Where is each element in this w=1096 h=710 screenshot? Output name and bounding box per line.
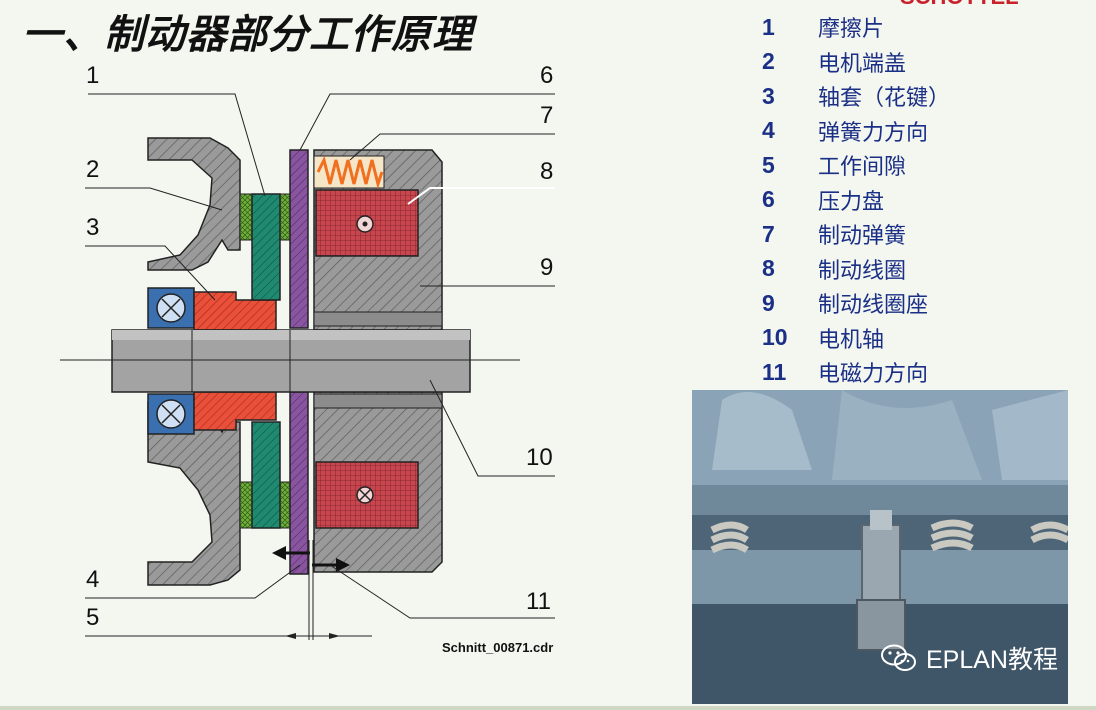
legend-item: 3 轴套（花键）	[762, 79, 950, 114]
callout-4: 4	[86, 566, 100, 593]
legend-num: 5	[762, 151, 775, 178]
parts-legend: 1 摩擦片 2 电机端盖 3 轴套（花键） 4 弹簧力方向 5 工作间隙 6 压力盘 7 制动…	[762, 10, 950, 390]
brake-spring	[316, 155, 384, 190]
watermark: EPLAN教程	[880, 640, 1058, 676]
brake-photo	[692, 390, 1068, 704]
legend-num: 6	[762, 186, 775, 213]
callout-6: 6	[540, 62, 554, 89]
spring-force-arrow	[272, 546, 310, 560]
callout-5: 5	[86, 604, 100, 631]
callout-7: 7	[540, 102, 554, 129]
legend-text: 制动线圈	[818, 258, 907, 284]
legend-text: 压力盘	[818, 189, 885, 215]
legend-item: 9 制动线圈座	[762, 286, 950, 321]
legend-text: 摩擦片	[818, 17, 885, 43]
wechat-icon	[881, 644, 916, 671]
legend-item: 4 弹簧力方向	[762, 114, 950, 149]
legend-text: 电磁力方向	[818, 362, 929, 388]
legend-text: 电机端盖	[818, 51, 907, 77]
legend-text: 电机轴	[818, 327, 885, 353]
pressure-plate-lower	[289, 391, 309, 575]
legend-item: 2 电机端盖	[762, 45, 950, 80]
file-label: Schnitt_00871.cdr	[442, 640, 554, 655]
friction-disc-lower	[251, 421, 281, 529]
pressure-plate-upper	[289, 149, 309, 329]
callout-3: 3	[86, 214, 100, 241]
legend-item: 5 工作间隙	[762, 148, 950, 183]
callout-8: 8	[540, 158, 554, 185]
legend-num: 7	[762, 220, 775, 247]
callout-10: 10	[526, 444, 553, 471]
callout-11: 11	[526, 588, 551, 615]
legend-num: 2	[762, 48, 775, 75]
legend-item: 10 电机轴	[762, 321, 950, 356]
bottom-divider	[0, 706, 1096, 710]
legend-num: 3	[762, 82, 775, 109]
electromagnetic-force-arrow	[312, 558, 350, 572]
legend-item: 6 压力盘	[762, 183, 950, 218]
legend-text: 制动弹簧	[818, 224, 907, 250]
callout-9: 9	[540, 254, 554, 281]
brand-logo-text: SCHOTTEL	[900, 0, 1019, 10]
legend-item: 1 摩擦片	[762, 10, 950, 45]
motor-shaft	[111, 329, 471, 393]
legend-num: 9	[762, 289, 775, 316]
legend-num: 10	[762, 324, 788, 351]
callout-1: 1	[86, 62, 100, 89]
legend-item: 8 制动线圈	[762, 252, 950, 287]
watermark-text: EPLAN教程	[926, 646, 1058, 674]
legend-text: 轴套（花键）	[818, 86, 951, 112]
friction-disc-upper	[251, 193, 281, 301]
legend-num: 4	[762, 117, 775, 144]
legend-num: 11	[762, 358, 787, 385]
leader-lines	[85, 93, 555, 637]
page-title: 一、制动器部分工作原理	[22, 12, 473, 58]
legend-text: 工作间隙	[818, 155, 907, 181]
brake-cross-section-diagram	[60, 93, 555, 640]
legend-text: 弹簧力方向	[818, 120, 929, 146]
motor-end-cover-upper	[147, 137, 241, 271]
callout-2: 2	[86, 156, 100, 183]
legend-num: 1	[762, 13, 775, 40]
legend-item: 11 电磁力方向	[762, 355, 950, 390]
legend-item: 7 制动弹簧	[762, 217, 950, 252]
legend-text: 制动线圈座	[818, 293, 929, 319]
legend-num: 8	[762, 255, 775, 282]
